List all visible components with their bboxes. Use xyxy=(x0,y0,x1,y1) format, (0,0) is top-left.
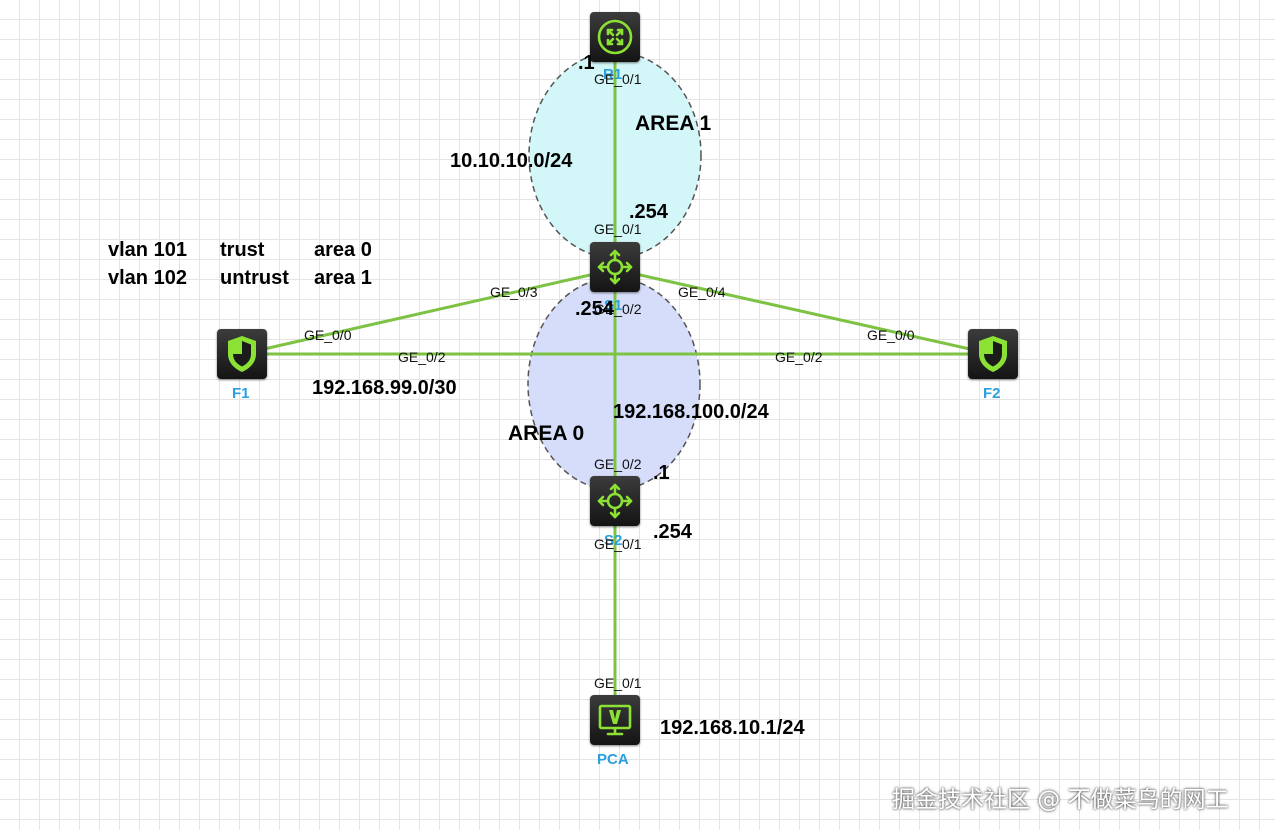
watermark: 掘金技术社区 @ 不做菜鸟的网工 xyxy=(892,787,1229,813)
host-address-s2-lan: .254 xyxy=(653,521,692,543)
router-r1[interactable] xyxy=(590,12,640,62)
layer3-switch-s1[interactable] xyxy=(590,242,640,292)
monitor-icon xyxy=(598,704,632,736)
router-icon xyxy=(597,19,633,55)
network-area0: 192.168.100.0/24 xyxy=(613,401,769,423)
link-s1-f1 xyxy=(240,268,614,356)
port-label: GE_0/1 xyxy=(594,536,642,552)
layer3-switch-icon xyxy=(597,249,633,285)
host-address-s1-area0: .254 xyxy=(575,298,614,320)
port-label: GE_0/1 xyxy=(594,71,642,87)
network-firewall: 192.168.99.0/30 xyxy=(312,377,457,399)
port-label: GE_0/2 xyxy=(775,349,823,365)
legend-area: area 0 xyxy=(314,239,372,261)
legend-row: vlan 101 trust area 0 xyxy=(108,236,372,264)
vlan-zone-legend: vlan 101 trust area 0 vlan 102 untrust a… xyxy=(108,236,372,292)
area-1-label: AREA 1 xyxy=(635,112,712,135)
port-label: GE_0/2 xyxy=(594,456,642,472)
device-name-pca: PCA xyxy=(597,751,629,768)
layer3-switch-icon xyxy=(597,483,633,519)
port-label: GE_0/4 xyxy=(678,284,726,300)
firewall-f1[interactable] xyxy=(217,329,267,379)
port-label: GE_0/0 xyxy=(867,327,915,343)
host-address-r1: .1 xyxy=(578,52,595,74)
pc-pca[interactable] xyxy=(590,695,640,745)
layer3-switch-s2[interactable] xyxy=(590,476,640,526)
device-name-s2: S2 xyxy=(604,532,623,549)
port-label: GE_0/2 xyxy=(398,349,446,365)
device-name-r1: R1 xyxy=(603,66,623,83)
port-label: GE_0/1 xyxy=(594,221,642,237)
device-name-f2: F2 xyxy=(983,385,1001,402)
device-name-f1: F1 xyxy=(232,385,250,402)
link-s1-f2 xyxy=(616,268,994,356)
port-label: GE_0/3 xyxy=(490,284,538,300)
port-label: GE_0/1 xyxy=(594,675,642,691)
device-name-s1: S1 xyxy=(604,297,623,314)
area-0-label: AREA 0 xyxy=(508,422,585,445)
firewall-f2[interactable] xyxy=(968,329,1018,379)
host-address-s1-area1: .254 xyxy=(629,201,668,223)
pc-ip-address: 192.168.10.1/24 xyxy=(660,717,805,739)
legend-vlan: vlan 102 xyxy=(108,267,187,289)
legend-row: vlan 102 untrust area 1 xyxy=(108,264,372,292)
host-address-s2-area0: .1 xyxy=(653,462,670,484)
legend-zone: untrust xyxy=(220,267,289,289)
legend-vlan: vlan 101 xyxy=(108,239,187,261)
network-area1: 10.10.10.0/24 xyxy=(450,150,573,172)
firewall-shield-icon xyxy=(979,336,1007,372)
port-label: GE_0/2 xyxy=(594,301,642,317)
legend-area: area 1 xyxy=(314,267,372,289)
firewall-shield-icon xyxy=(228,336,256,372)
legend-zone: trust xyxy=(220,239,265,261)
port-label: GE_0/0 xyxy=(304,327,352,343)
